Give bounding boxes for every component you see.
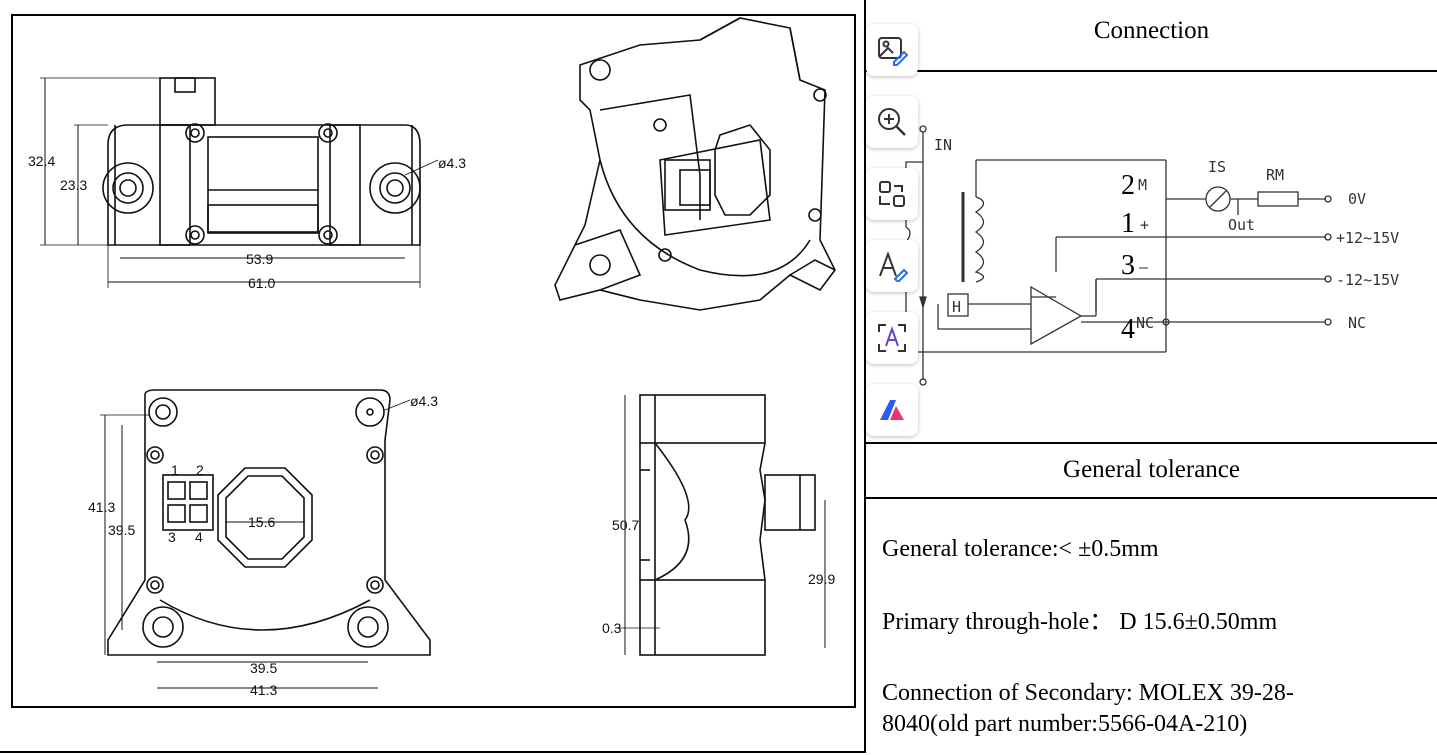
- schem-label: IS: [1208, 158, 1226, 176]
- schem-label: H: [952, 298, 961, 316]
- isometric-view: [554, 17, 836, 311]
- front-view: [40, 77, 439, 288]
- schem-label: Out: [1228, 216, 1255, 234]
- dim-label: 41.3: [250, 682, 277, 698]
- dim-label: 39.5: [250, 660, 277, 676]
- pin-sign: M: [1138, 176, 1147, 194]
- pin-number: 3: [1121, 250, 1135, 281]
- convert-icon: [879, 181, 905, 207]
- spec-panel: Connection: [866, 0, 1437, 755]
- pin-sign: –: [1139, 258, 1149, 276]
- pin-label: -12~15V: [1336, 271, 1399, 289]
- divider: [866, 497, 1437, 499]
- schem-label: RM: [1266, 166, 1284, 184]
- dim-label: 41.3: [88, 499, 115, 515]
- dim-label: 23.3: [60, 177, 87, 193]
- app-logo-icon: [880, 400, 904, 420]
- pin-label: 4: [195, 529, 203, 545]
- schem-label: IN: [934, 136, 952, 154]
- connector-line: Connection of Secondary: MOLEX 39-28-: [882, 680, 1294, 706]
- divider: [866, 70, 1437, 72]
- zoom-in-icon: [878, 108, 906, 136]
- connector-line-2: 8040(old part number:5566-04A-210): [882, 711, 1248, 737]
- dim-label: 0.3: [602, 620, 622, 636]
- dim-label: 61.0: [248, 275, 275, 291]
- text-edit-button[interactable]: [866, 240, 918, 292]
- pin-label: +12~15V: [1336, 229, 1399, 247]
- ocr-button[interactable]: [866, 312, 918, 364]
- tolerance-line: General tolerance:< ±0.5mm: [882, 536, 1159, 562]
- pin-label: NC: [1348, 314, 1366, 332]
- dim-label: 32.4: [28, 153, 55, 169]
- pin-number: 1: [1121, 208, 1135, 239]
- dim-label: 39.5: [108, 522, 135, 538]
- tolerance-title: General tolerance: [1063, 456, 1240, 483]
- divider: [866, 442, 1437, 444]
- through-hole-line: Primary through-hole： D 15.6±0.50mm: [882, 609, 1278, 635]
- side-view: [615, 394, 826, 656]
- dim-label: 53.9: [246, 251, 273, 267]
- convert-button[interactable]: [866, 168, 918, 220]
- pin-sign: NC: [1136, 314, 1154, 332]
- pin-label: 2: [196, 462, 204, 478]
- pin-number: 2: [1121, 170, 1135, 201]
- connection-schematic: IN H IS RM Out 2 M 0V 1 + +12~15V 3 – -1…: [905, 125, 1399, 386]
- dim-label: 29.9: [808, 571, 835, 587]
- dim-label: 15.6: [248, 514, 275, 530]
- bottom-view: [100, 389, 431, 689]
- dim-label: ø4.3: [438, 155, 466, 171]
- pin-label: 0V: [1348, 190, 1366, 208]
- drawing-border: [11, 14, 856, 708]
- connection-title: Connection: [1093, 17, 1210, 44]
- zoom-in-button[interactable]: [866, 96, 918, 148]
- pin-sign: +: [1140, 216, 1149, 234]
- pin-number: 4: [1121, 314, 1135, 345]
- text-edit-icon: [879, 251, 908, 282]
- drawing-frame: [0, 0, 866, 753]
- pin-label: 1: [171, 462, 179, 478]
- mechanical-drawing: 32.4 23.3 53.9 61.0 ø4.3 41.3 39.5 15.6 …: [28, 17, 836, 698]
- app-logo-button[interactable]: [866, 384, 918, 436]
- ocr-icon: [878, 324, 906, 352]
- dim-label: 50.7: [612, 517, 639, 533]
- pin-label: 3: [168, 529, 176, 545]
- dim-label: ø4.3: [410, 393, 438, 409]
- image-edit-button[interactable]: [866, 24, 918, 76]
- image-edit-icon: [878, 37, 908, 66]
